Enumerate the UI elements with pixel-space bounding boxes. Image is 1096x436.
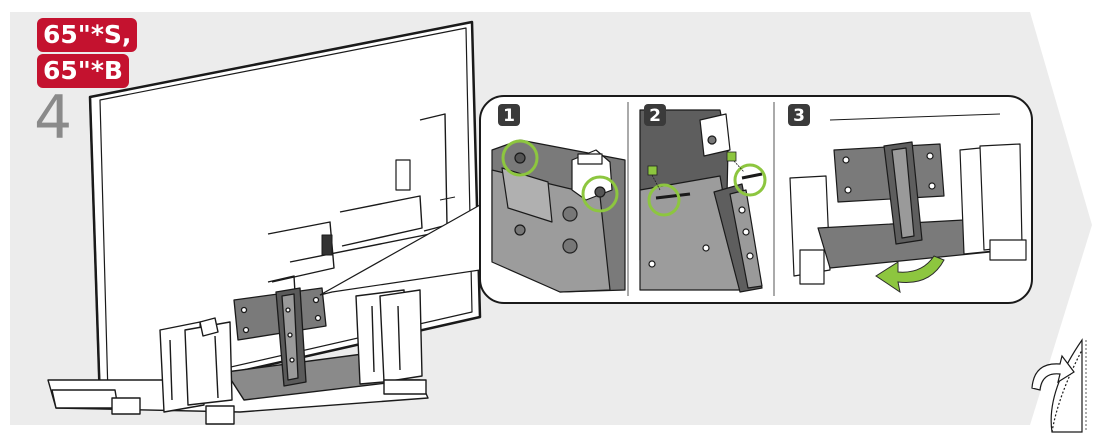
panel-number-badge-3: 3 [788, 104, 810, 126]
detail-panel: 1 2 3 [480, 96, 1032, 303]
svg-text:3: 3 [793, 106, 805, 126]
svg-text:1: 1 [503, 106, 515, 126]
page-curl-icon [1032, 340, 1086, 432]
panel-number-badge-2: 2 [644, 104, 666, 126]
detail-panel-1 [492, 140, 625, 292]
svg-text:2: 2 [649, 106, 661, 126]
model-badge-line-1: 65"*S, [37, 18, 137, 52]
step-number: 4 [34, 88, 72, 148]
panel-number-badge-1: 1 [498, 104, 520, 126]
